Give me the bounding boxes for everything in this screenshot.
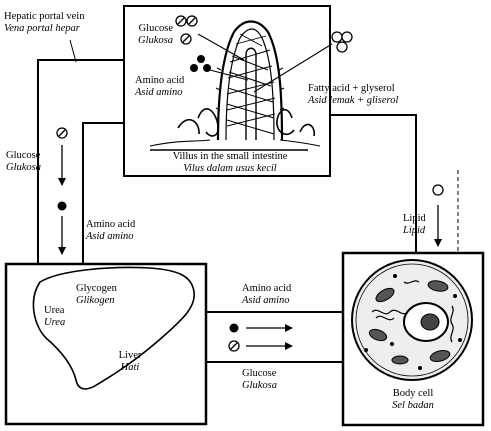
urea-label: Urea Urea (44, 305, 65, 329)
villus-box (123, 5, 331, 177)
fatty-acid-ms: Asid lemak + gliserol (308, 95, 399, 106)
fatty-acid-molecule-icon (331, 31, 353, 53)
amino-top-ms: Asid amino (135, 87, 183, 98)
villus-en: Villus in the small intestine (172, 151, 288, 162)
portal-vein-pointer (69, 39, 77, 63)
body-cell-en: Body cell (392, 388, 434, 399)
glucose-molecule-icon (175, 15, 198, 45)
villus-label: Villus in the small intestine Vilus dala… (150, 151, 310, 175)
fatty-acid-molecule-icon (432, 184, 444, 196)
fatty-acid-pointer (253, 43, 333, 93)
liver-label: Liver Hati (100, 350, 160, 374)
urea-ms: Urea (44, 317, 66, 328)
amino-top-label: Amino acid Asid amino (135, 75, 184, 99)
glucose-molecule-icon (228, 340, 240, 352)
liver-box (4, 262, 208, 426)
lipid-label: Lipid Lipid (403, 213, 426, 237)
glucose-top-ms: Glukosa (138, 35, 173, 46)
glucose-left-en: Glucose (6, 150, 41, 161)
amino-mid-en: Amino acid (242, 283, 292, 294)
villus-ms: Vilus dalam usus kecil (183, 163, 277, 174)
portal-vein-en: Hepatic portal vein (4, 11, 85, 22)
amino-acid-molecule-icon (57, 201, 67, 211)
liver-illustration (32, 266, 195, 390)
portal-vein-ms: Vena portal hepar (4, 23, 80, 34)
glycogen-en: Glycogen (76, 283, 117, 294)
amino-acid-molecule-icon (190, 55, 211, 72)
inner-vessel-line (82, 122, 124, 264)
liver-en: Liver (118, 350, 142, 361)
glycogen-label: Glycogen Glikogen (76, 283, 117, 307)
portal-vein-line (37, 59, 124, 264)
amino-left-label: Amino acid Asid amino (86, 219, 135, 243)
villus-illustration (149, 20, 321, 151)
amino-left-en: Amino acid (86, 219, 136, 230)
glucose-mid-ms: Glukosa (242, 380, 277, 391)
glucose-mid-en: Glucose (242, 368, 277, 379)
amino-mid-label: Amino acid Asid amino (242, 283, 291, 307)
lipid-en: Lipid (403, 213, 426, 224)
glucose-left-ms: Glukosa (6, 162, 41, 173)
liver-ms: Hati (120, 362, 140, 373)
glucose-top-en: Glucose (138, 23, 173, 34)
glucose-pointer (197, 33, 245, 61)
lymph-vessel-line (330, 114, 417, 253)
body-cell-box (341, 251, 485, 427)
lipid-ms: Lipid (403, 225, 426, 236)
fatty-acid-label: Fatty acid + glyserol Asid lemak + glise… (308, 83, 398, 107)
glucose-left-label: Glucose Glukosa (6, 150, 41, 174)
fatty-acid-en: Fatty acid + glyserol (308, 83, 395, 94)
glucose-molecule-icon (56, 127, 68, 139)
amino-acid-molecule-icon (229, 323, 239, 333)
amino-mid-ms: Asid amino (242, 295, 290, 306)
amino-top-en: Amino acid (135, 75, 185, 86)
amino-pointer (209, 69, 249, 81)
portal-vein-label: Hepatic portal vein Vena portal hepar (4, 11, 84, 35)
body-cell-label: Body cell Sel badan (373, 388, 453, 412)
body-cell-ms: Sel badan (392, 400, 434, 411)
glycogen-ms: Glikogen (76, 295, 115, 306)
amino-left-ms: Asid amino (86, 231, 134, 242)
glucose-top-label: Glucose Glukosa (131, 23, 173, 47)
body-cell-illustration (351, 259, 473, 381)
urea-en: Urea (44, 305, 65, 316)
glucose-mid-label: Glucose Glukosa (242, 368, 277, 392)
